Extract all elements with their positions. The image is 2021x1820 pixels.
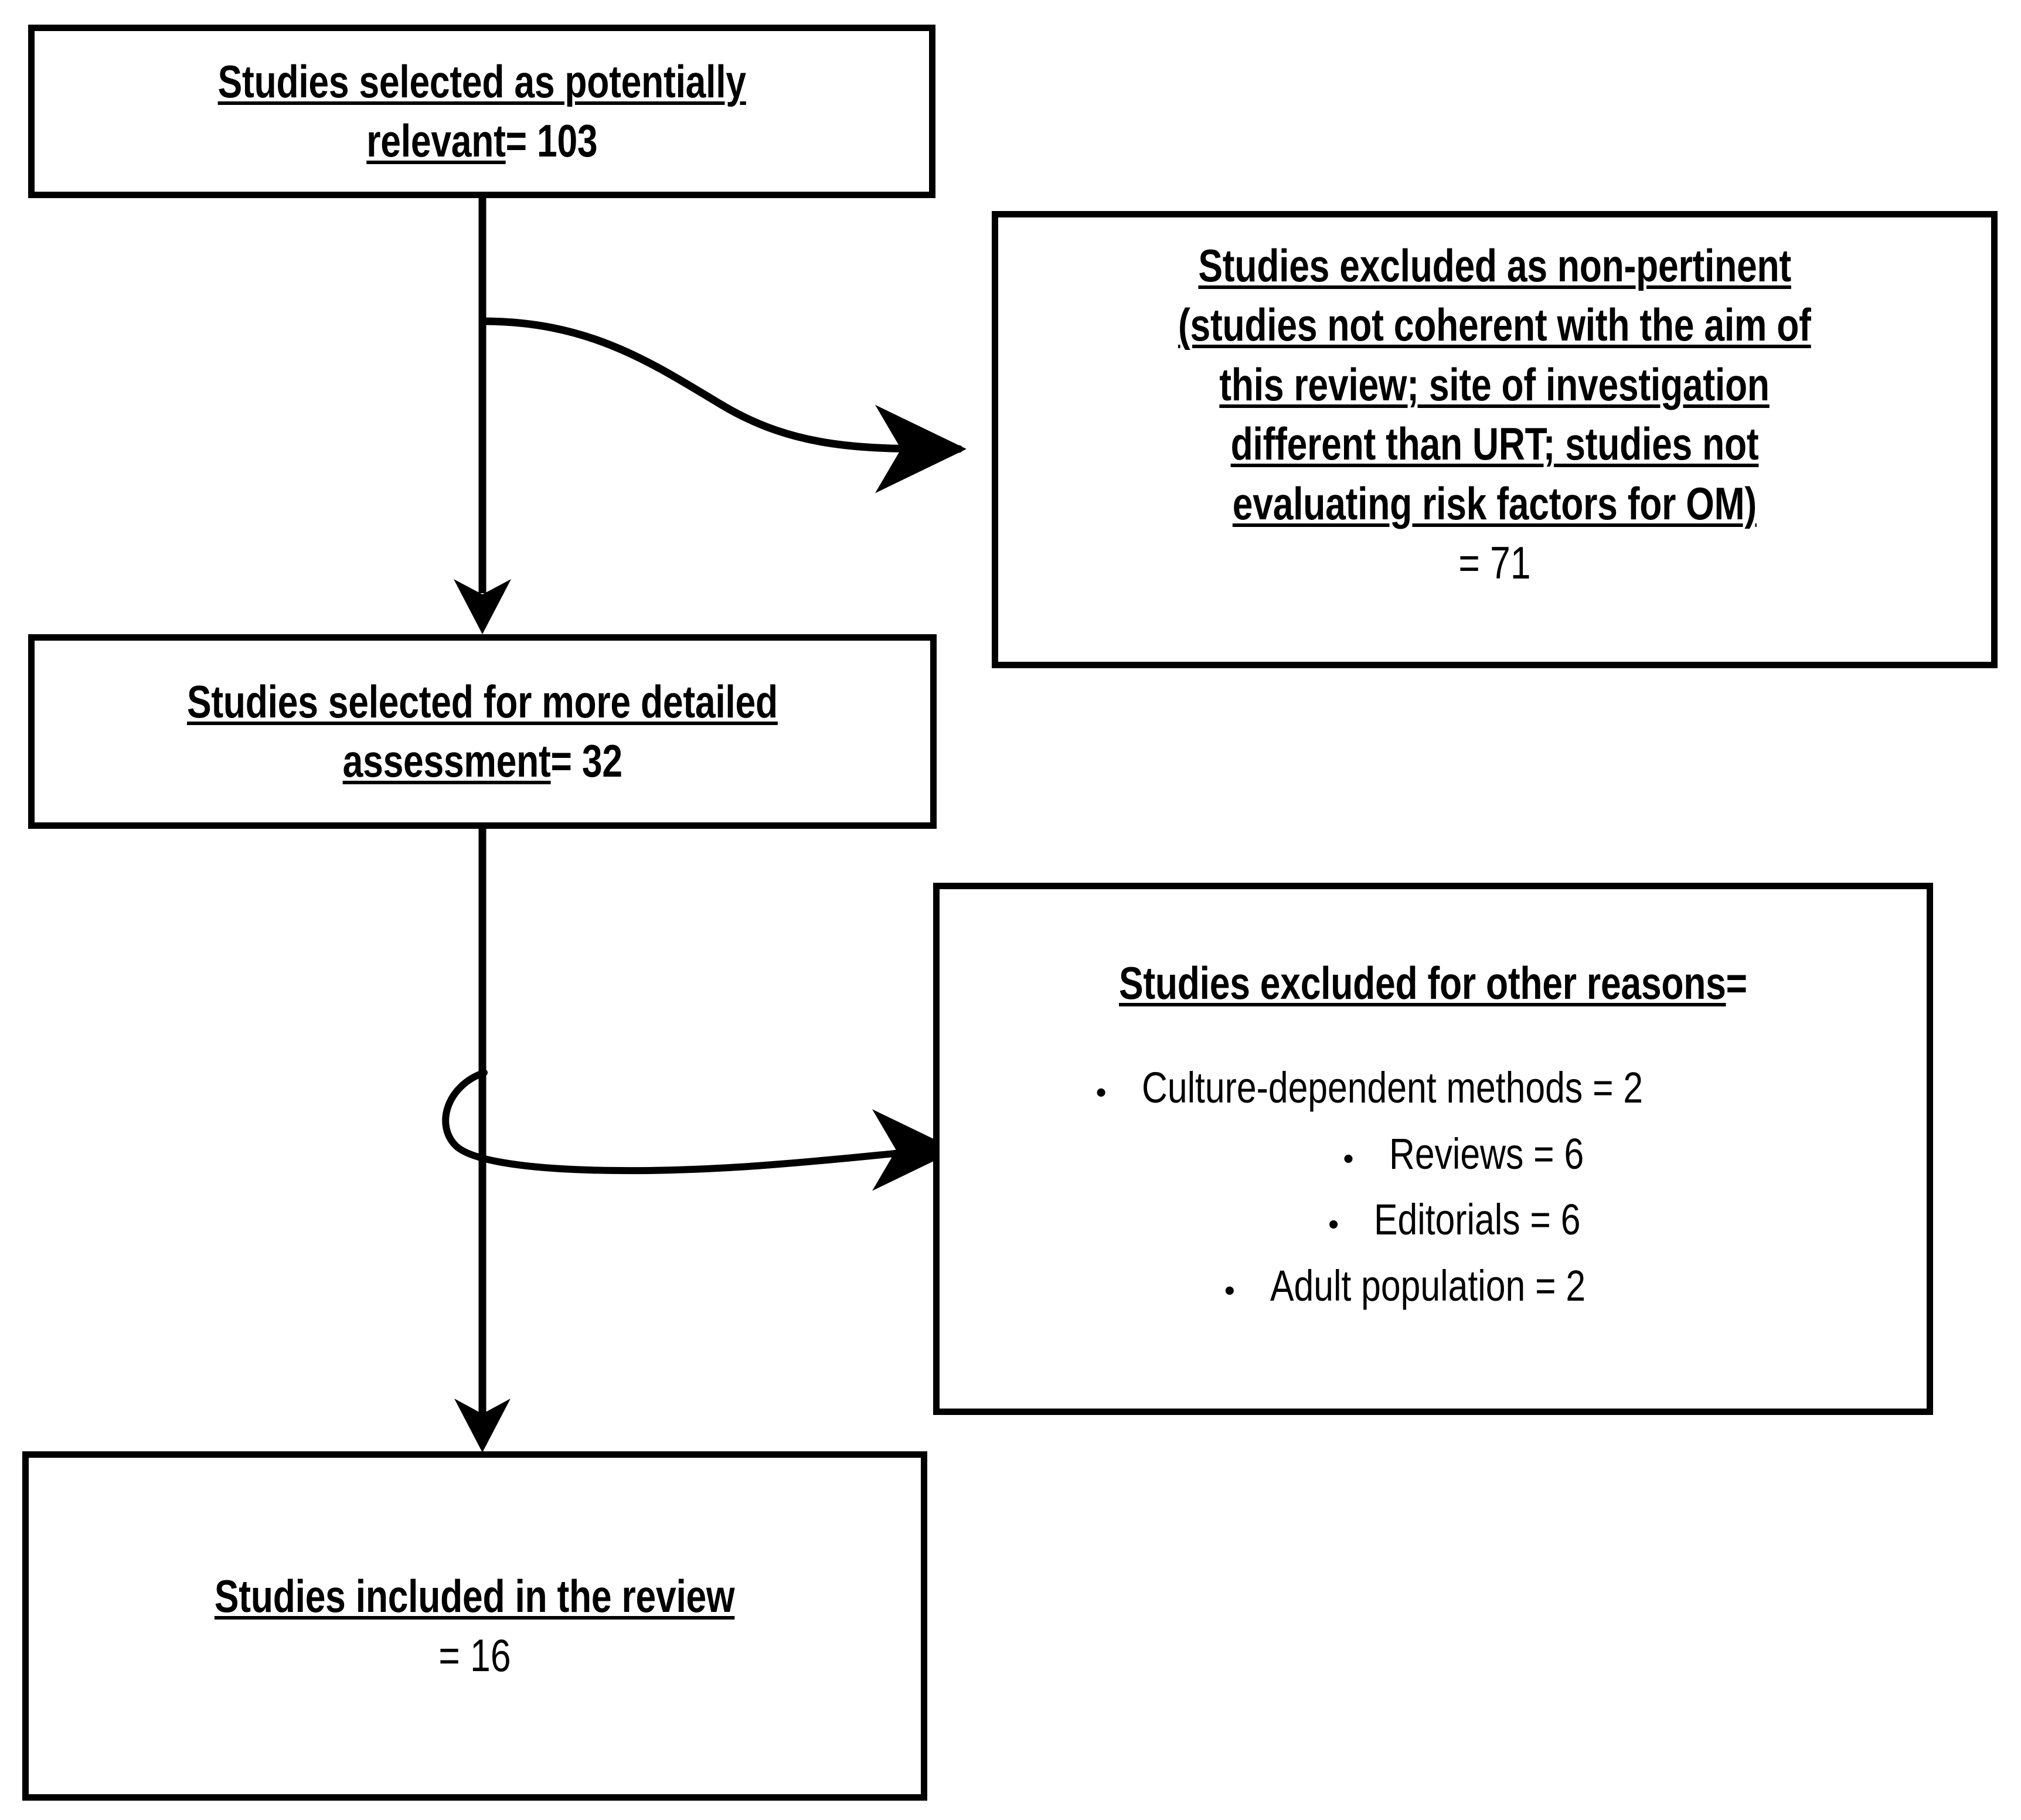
- arrow-assessment-to-included: [454, 829, 511, 1452]
- list-item-label: Reviews = 6: [1389, 1129, 1584, 1178]
- arrow-relevant-to-assessment: [454, 198, 511, 634]
- box2-line5: evaluating risk factors for OM): [1232, 477, 1757, 529]
- list-item: • Editorials = 6: [1328, 1187, 1626, 1253]
- list-item: • Reviews = 6: [1343, 1121, 1626, 1187]
- bullet-icon: •: [1328, 1207, 1339, 1242]
- bullet-icon: •: [1343, 1141, 1354, 1176]
- list-item-label: Editorials = 6: [1374, 1195, 1581, 1244]
- box-studies-included-in-review: Studies included in the review = 16: [22, 1451, 927, 1801]
- bullet-icon: •: [1095, 1076, 1107, 1110]
- box4-heading: Studies excluded for other reasons=: [1119, 957, 1747, 1009]
- arrow-relevant-to-excluded-nonpertinent: [478, 317, 967, 494]
- box-studies-detailed-assessment: Studies selected for more detailed asses…: [28, 634, 937, 829]
- box5-count: = 16: [438, 1630, 511, 1681]
- box2-line2: (studies not coherent with the aim of: [1178, 299, 1811, 351]
- box5-heading: Studies included in the review: [215, 1570, 735, 1622]
- box1-heading-line1: Studies selected as potentially: [217, 55, 746, 107]
- box-studies-excluded-other-reasons: Studies excluded for other reasons= • Cu…: [933, 883, 1933, 1415]
- box1-heading-line2: relevant= 103: [366, 115, 598, 166]
- box3-heading-line1: Studies selected for more detailed: [187, 675, 778, 727]
- box2-line4: different than URT; studies not: [1230, 418, 1759, 470]
- list-item: • Culture-dependent methods = 2: [1095, 1055, 1753, 1121]
- list-item-label: Culture-dependent methods = 2: [1141, 1063, 1643, 1113]
- box4-heading-suffix: =: [1726, 957, 1747, 1009]
- box1-count: = 103: [505, 115, 598, 166]
- box-studies-excluded-non-pertinent: Studies excluded as non-pertinent (studi…: [992, 211, 1998, 668]
- box3-count: = 32: [550, 735, 622, 787]
- list-item-label: Adult population = 2: [1270, 1261, 1586, 1310]
- list-item: • Adult population = 2: [1224, 1253, 1655, 1319]
- excluded-other-bullet-list: • Culture-dependent methods = 2 • Review…: [940, 1055, 1927, 1319]
- box2-line1: Studies excluded as non-pertinent: [1198, 240, 1791, 291]
- bullet-icon: •: [1224, 1273, 1235, 1308]
- arrow-assessment-to-excluded-other: [442, 1069, 957, 1191]
- box3-heading-line2: assessment= 32: [342, 735, 622, 787]
- box-studies-potentially-relevant: Studies selected as potentially relevant…: [28, 25, 935, 198]
- box2-line3: this review; site of investigation: [1219, 358, 1770, 410]
- box2-count: = 71: [1458, 536, 1531, 588]
